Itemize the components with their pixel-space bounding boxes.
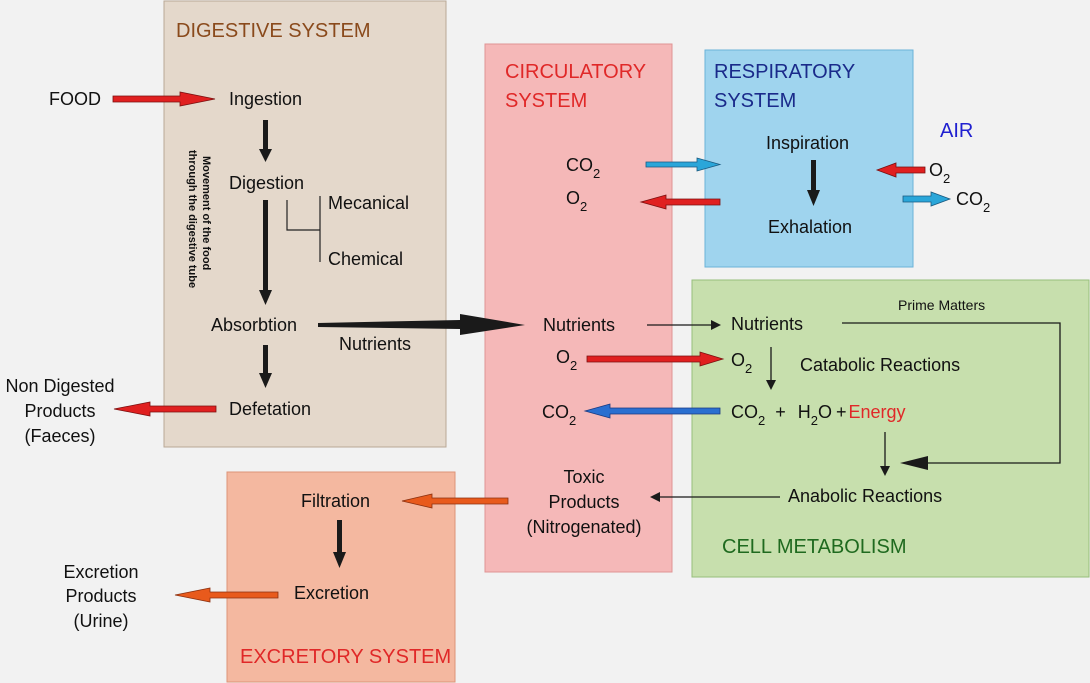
- filtration-to-excretion-arrow: [333, 520, 346, 568]
- blood-nutrients-label: Nutrients: [543, 315, 615, 335]
- respiratory-system-title-line1: RESPIRATORY: [714, 61, 855, 83]
- excretion-products-line3: (Urine): [73, 611, 128, 631]
- air-o2-label: O2: [929, 160, 950, 186]
- movement-of-food-label-line1: Movement of the food: [200, 156, 212, 270]
- anabolic-reactions-label: Anabolic Reactions: [788, 486, 942, 506]
- digestion-label: Digestion: [229, 173, 304, 193]
- air-co2-label: CO2: [956, 189, 990, 215]
- prime-matters-label: Prime Matters: [898, 297, 985, 313]
- movement-of-food-label-line2: through the digestive tube: [186, 150, 198, 288]
- non-digested-products-line2: Products: [24, 401, 95, 421]
- toxic-products-line1: Toxic: [563, 467, 604, 487]
- circulatory-co2-label: CO2: [566, 155, 600, 181]
- cell-metabolism-box: [691, 279, 1090, 578]
- absorbtion-to-nutrients-arrow: [318, 314, 525, 335]
- co2-to-lungs-arrow: [645, 157, 722, 172]
- excretion-to-urine-arrow: [174, 587, 279, 603]
- digestion-types-bracket: [286, 196, 321, 262]
- digestive-system-box: [163, 0, 447, 448]
- digestion-to-absorbtion-arrow: [259, 200, 272, 305]
- defetation-label: Defetation: [229, 399, 311, 419]
- absorbtion-to-defetation-arrow: [259, 345, 272, 388]
- absorbed-nutrients-label: Nutrients: [339, 334, 411, 354]
- inspiration-label: Inspiration: [766, 133, 849, 153]
- blood-o2-to-cell-arrow: [586, 351, 725, 367]
- cell-metabolism-title: CELL METABOLISM: [722, 536, 907, 558]
- o2-to-blood-arrow: [639, 194, 721, 210]
- circulatory-system-box: [484, 43, 673, 573]
- air-co2-out-arrow: [902, 191, 952, 207]
- absorbtion-label: Absorbtion: [211, 315, 297, 335]
- mecanical-label: Mecanical: [328, 193, 409, 213]
- excretory-system-title: EXCRETORY SYSTEM: [240, 646, 451, 668]
- ingestion-to-digestion-arrow: [259, 120, 272, 162]
- circulatory-system-title-line1: CIRCULATORY: [505, 61, 646, 83]
- metabolism-products-equation: CO2+H2O+Energy: [731, 402, 906, 428]
- toxic-products-line3: (Nitrogenated): [526, 517, 641, 537]
- catabolic-reactions-label: Catabolic Reactions: [800, 355, 960, 375]
- circulatory-system-title-line2: SYSTEM: [505, 90, 587, 112]
- exhalation-label: Exhalation: [768, 217, 852, 237]
- toxic-to-filtration-arrow: [401, 493, 509, 509]
- cell-o2-label: O2: [731, 350, 752, 376]
- prime-matters-connector: [842, 322, 1061, 464]
- air-o2-in-arrow: [875, 162, 926, 178]
- digestive-system-title: DIGESTIVE SYSTEM: [176, 20, 370, 42]
- chemical-label: Chemical: [328, 249, 403, 269]
- defetation-to-faeces-arrow: [113, 401, 217, 417]
- non-digested-products-line3: (Faeces): [24, 426, 95, 446]
- respiratory-system-title-line2: SYSTEM: [714, 90, 796, 112]
- non-digested-products-line1: Non Digested: [5, 376, 114, 396]
- respiratory-system-box: [704, 49, 914, 268]
- excretion-label: Excretion: [294, 583, 369, 603]
- food-to-ingestion-arrow: [112, 91, 216, 107]
- air-label: AIR: [940, 120, 973, 142]
- blood-o2-label: O2: [556, 347, 577, 373]
- excretion-products-line1: Excretion: [63, 562, 138, 582]
- blood-co2-label: CO2: [542, 402, 576, 428]
- inspiration-to-exhalation-arrow: [807, 160, 820, 206]
- cell-co2-to-blood-arrow: [583, 403, 721, 419]
- cell-nutrients-label: Nutrients: [731, 314, 803, 334]
- excretory-system-box: [226, 471, 456, 683]
- circulatory-o2-label: O2: [566, 188, 587, 214]
- prime-matters-arrowhead: [900, 456, 928, 470]
- excretion-products-line2: Products: [65, 586, 136, 606]
- filtration-label: Filtration: [301, 491, 370, 511]
- toxic-products-line2: Products: [548, 492, 619, 512]
- food-label: FOOD: [49, 89, 101, 109]
- ingestion-label: Ingestion: [229, 89, 302, 109]
